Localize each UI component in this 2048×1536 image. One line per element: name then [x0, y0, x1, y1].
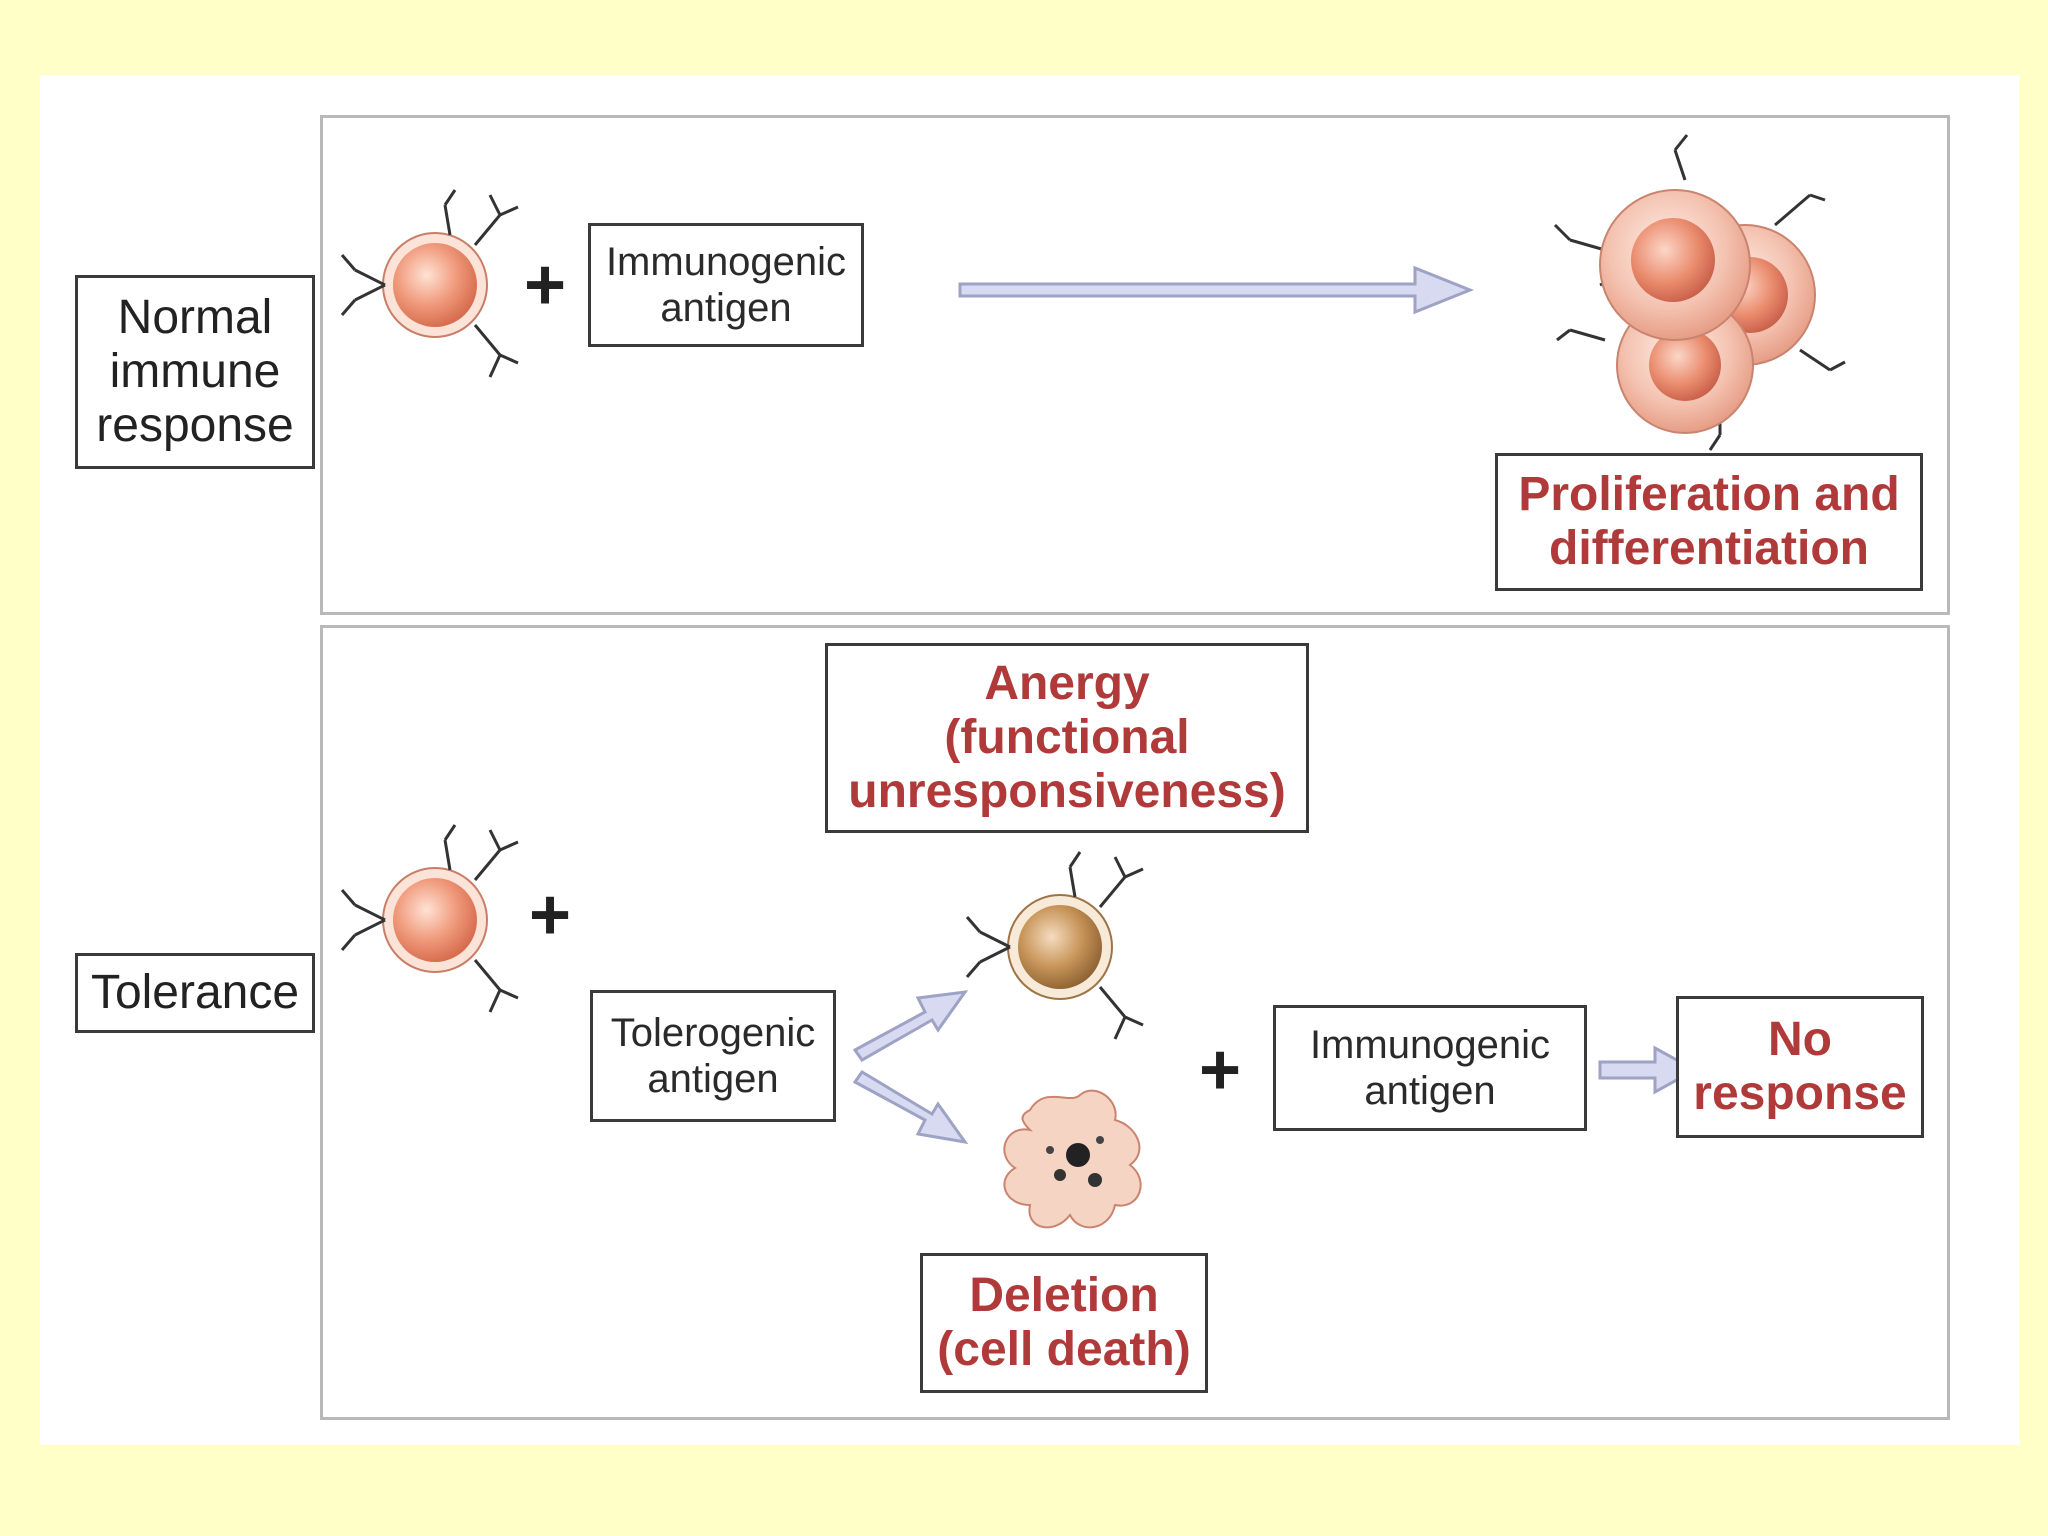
proliferation-arrow: [958, 265, 1475, 315]
plus-sign: +: [1198, 1030, 1242, 1110]
plus-sign: +: [523, 245, 567, 325]
antigen-line: antigen: [1364, 1069, 1496, 1113]
outcome-line: (cell death): [937, 1323, 1191, 1376]
anergic-cell-icon: [965, 851, 1144, 1040]
lymphocyte-icon: [340, 189, 519, 378]
normal-response-label: Normal immune response: [75, 275, 315, 469]
antigen-line: Immunogenic: [605, 240, 847, 284]
outcome-line: No: [1768, 1013, 1832, 1066]
antigen-line: Tolerogenic: [610, 1011, 816, 1055]
outcome-line: (functional: [944, 711, 1190, 764]
no-response-outcome-box: No response: [1676, 996, 1924, 1138]
proliferation-outcome-box: Proliferation and differentiation: [1495, 453, 1923, 591]
second-immunogenic-antigen-box: Immunogenic antigen: [1273, 1005, 1587, 1131]
antigen-line: antigen: [647, 1057, 779, 1101]
deletion-outcome-box: Deletion (cell death): [920, 1253, 1208, 1393]
antigen-line: Immunogenic: [1309, 1023, 1551, 1067]
proliferating-cells-icon: [1553, 134, 1846, 451]
tolerogenic-antigen-box: Tolerogenic antigen: [590, 990, 836, 1122]
diagram-canvas: Normal immune response + Immunogenic ant…: [40, 75, 2020, 1445]
outcome-line: Deletion: [969, 1269, 1159, 1322]
no-response-arrow: [1598, 1045, 1699, 1095]
label-line: Tolerance: [90, 966, 300, 1019]
tolerance-label: Tolerance: [75, 953, 315, 1033]
antigen-line: antigen: [660, 286, 792, 330]
label-line: Normal: [117, 291, 273, 344]
label-line: response: [96, 399, 294, 452]
outcome-line: Anergy: [984, 657, 1150, 710]
lymphocyte-icon: [340, 824, 519, 1013]
outcome-line: differentiation: [1549, 522, 1869, 575]
apoptotic-cell-icon: [1003, 1089, 1142, 1229]
anergy-arrow: [852, 990, 969, 1062]
anergy-outcome-box: Anergy (functional unresponsiveness): [825, 643, 1309, 833]
label-line: immune: [109, 345, 281, 398]
immunogenic-antigen-box: Immunogenic antigen: [588, 223, 864, 347]
outcome-line: response: [1693, 1067, 1907, 1120]
plus-sign: +: [528, 875, 572, 955]
outcome-line: Proliferation and: [1518, 468, 1900, 521]
deletion-arrow: [852, 1069, 969, 1145]
outcome-line: unresponsiveness): [848, 765, 1286, 818]
